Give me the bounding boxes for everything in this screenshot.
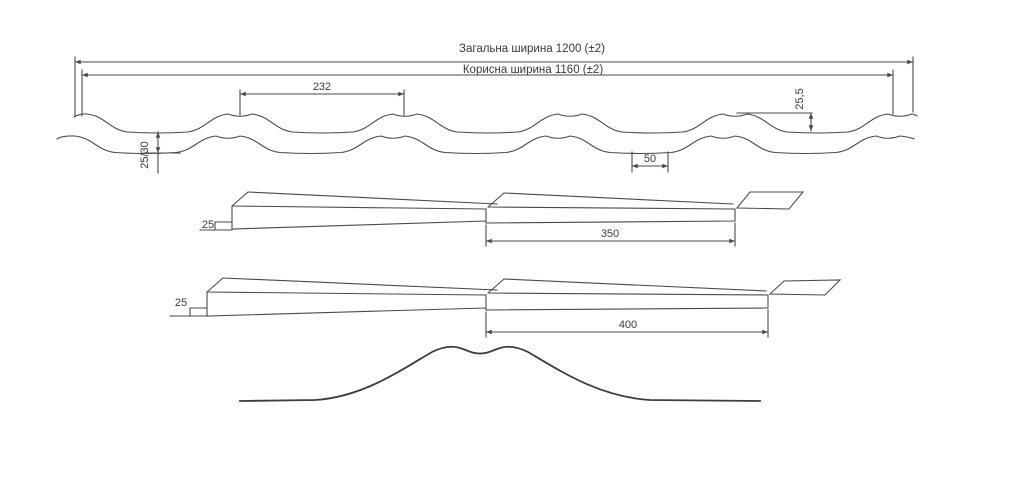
end-flap-outline [768,279,842,296]
wave-depth-dimension: 25,5 [736,88,814,132]
useful-width-dimension: Корисна ширина 1160 (±2) [81,64,894,117]
wave-curve [239,345,761,402]
edge-lip-label: 25 [175,297,187,309]
valley-width-label: 50 [644,153,656,165]
useful-width-label: Корисна ширина 1160 (±2) [463,64,603,76]
module-outline [206,277,769,317]
total-width-label: Загальна ширина 1200 (±2) [459,43,605,55]
valley-width-dimension: 50 [631,151,669,173]
edge-lip-label: 25 [202,219,214,231]
sheet-top-contour [73,113,918,134]
module-view-400: 25 400 [169,277,842,338]
module-view-350: 25 350 [199,191,805,247]
total-width-dimension: Загальна ширина 1200 (±2) [74,43,914,117]
profile-height-label: 25/30 [139,141,151,169]
module-outline [231,191,736,230]
edge-lip-bracket [199,221,233,231]
wave-depth-label: 25,5 [794,88,806,109]
wave-pitch-dimension: 232 [239,81,405,117]
end-flap-outline [735,191,805,210]
tile-cross-section-profile [56,113,918,155]
sheet-bottom-contour [56,135,915,155]
wave-pitch-label: 232 [313,81,331,93]
module-length-label: 350 [601,228,619,240]
module-length-label: 400 [619,319,637,331]
single-wave-profile-curve [239,345,761,402]
edge-lip-bracket [169,307,208,317]
profile-height-dimension: 25/30 [139,131,181,174]
